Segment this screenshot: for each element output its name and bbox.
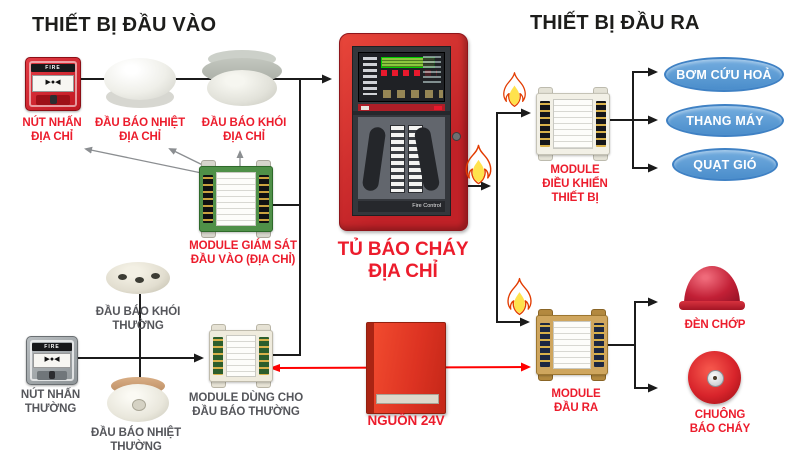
- module-terminal-right: [259, 337, 269, 375]
- label-conventional-heat-detector: ĐẦU BÁO NHIỆT THƯỜNG: [90, 427, 182, 454]
- module-label-card: [553, 320, 591, 370]
- panel-switch-column: [390, 125, 405, 193]
- device-control-module: [536, 87, 610, 161]
- call-point-glass: ▶●◀: [32, 75, 74, 92]
- call-point-glass: ▶●◀: [33, 353, 71, 368]
- detector-vent: [151, 273, 160, 279]
- panel-shelf: [353, 111, 450, 115]
- fire-alarm-bell: [688, 351, 741, 404]
- power-supply-strip: [376, 394, 439, 404]
- panel-interior: [358, 117, 445, 199]
- label-addressable-heat-detector: ĐẦU BÁO NHIỆT ĐỊA CHỈ: [94, 117, 186, 144]
- module-body: [536, 93, 610, 155]
- fire-icon: [462, 144, 495, 186]
- module-terminal-left: [203, 174, 213, 224]
- power-supply-24v: [366, 322, 446, 414]
- module-terminal-right: [596, 101, 606, 147]
- module-label-card: [226, 335, 256, 377]
- module-terminal-right: [259, 174, 269, 224]
- module-terminal-right: [594, 322, 604, 368]
- conventional-smoke-detector: [106, 262, 170, 298]
- output-target-fan: QUẠT GIÓ: [672, 148, 778, 181]
- label-addressable-call-point: NÚT NHẤN ĐỊA CHỈ: [22, 117, 82, 144]
- panel-red-strip: [358, 104, 445, 112]
- fire-icon: [500, 70, 529, 110]
- detector-dome: [104, 58, 176, 100]
- module-body: [199, 166, 273, 232]
- fire-icon: [504, 275, 535, 319]
- call-point-frame: [30, 340, 74, 381]
- panel-indicator-grid: [423, 56, 441, 86]
- power-supply-edge: [367, 323, 374, 413]
- panel-display-labels: [383, 90, 443, 98]
- conventional-detector-module: [209, 324, 273, 388]
- panel-indicator-column: [363, 57, 377, 95]
- panel-cable: [361, 126, 387, 192]
- module-label-card: [216, 172, 256, 226]
- module-terminal-left: [540, 101, 550, 147]
- call-point-fire-text: FIRE: [31, 64, 75, 72]
- label-input-monitor-module: MODULE GIÁM SÁT ĐẦU VÀO (ĐỊA CHỈ): [189, 240, 297, 267]
- addressable-call-point: FIRE ▶●◀: [25, 57, 81, 111]
- input-devices-header: THIẾT BỊ ĐẦU VÀO: [32, 14, 217, 36]
- panel-led-row: [381, 70, 437, 76]
- output-target-elevator: THANG MÁY: [666, 104, 784, 137]
- addressable-heat-detector: [104, 58, 176, 108]
- label-device-control-module: MODULE ĐIỀU KHIỂN THIẾT BỊ: [542, 164, 608, 205]
- input-monitor-module: [199, 160, 273, 238]
- detector-dome: [207, 70, 277, 106]
- call-point-fire-text: FIRE: [32, 343, 72, 351]
- addressable-smoke-detector: [202, 50, 282, 108]
- strobe-light-base: [679, 301, 745, 310]
- fire-alarm-control-panel: Fire Control: [339, 33, 468, 231]
- conventional-heat-detector: [107, 375, 169, 423]
- label-control-panel: TỦ BÁO CHÁY ĐỊA CHỈ: [337, 239, 469, 282]
- call-point-frame: [29, 61, 77, 107]
- panel-door-lock: [452, 132, 461, 141]
- panel-fire-control-bar: Fire Control: [358, 201, 445, 212]
- module-terminal-left: [213, 337, 223, 375]
- detector-vent: [135, 277, 144, 283]
- label-output-module: MODULE ĐẦU RA: [551, 388, 601, 415]
- bell-center-dot: [713, 376, 717, 380]
- module-label-card: [553, 98, 593, 150]
- bell-hub: [706, 369, 724, 387]
- call-point-keyhole: [49, 371, 55, 379]
- output-devices-header: THIẾT BỊ ĐẦU RA: [530, 12, 700, 34]
- module-body: [209, 330, 273, 382]
- label-conventional-detector-module: MODULE DÙNG CHO ĐẦU BÁO THƯỜNG: [188, 392, 304, 419]
- label-addressable-smoke-detector: ĐẦU BÁO KHÓI ĐỊA CHỈ: [201, 117, 287, 144]
- detector-center: [132, 399, 146, 411]
- detector-vent: [118, 274, 127, 280]
- call-point-keyhole: [50, 95, 57, 104]
- label-power-supply: NGUỒN 24V: [367, 413, 445, 428]
- label-conventional-call-point: NÚT NHẤN THƯỜNG: [20, 389, 81, 416]
- conventional-call-point: FIRE ▶●◀: [26, 336, 78, 385]
- label-fire-alarm-bell: CHUÔNG BÁO CHÁY: [689, 409, 751, 436]
- label-strobe-light: ĐÈN CHỚP: [684, 319, 746, 331]
- module-body: [536, 315, 608, 375]
- panel-inner: Fire Control: [352, 46, 451, 216]
- output-target-fire-pump: BƠM CỨU HOẢ: [664, 57, 784, 92]
- module-terminal-left: [540, 322, 550, 368]
- label-conventional-smoke-detector: ĐẦU BÁO KHÓI THƯỜNG: [95, 306, 181, 333]
- output-module: [536, 309, 608, 381]
- panel-display: [358, 52, 445, 102]
